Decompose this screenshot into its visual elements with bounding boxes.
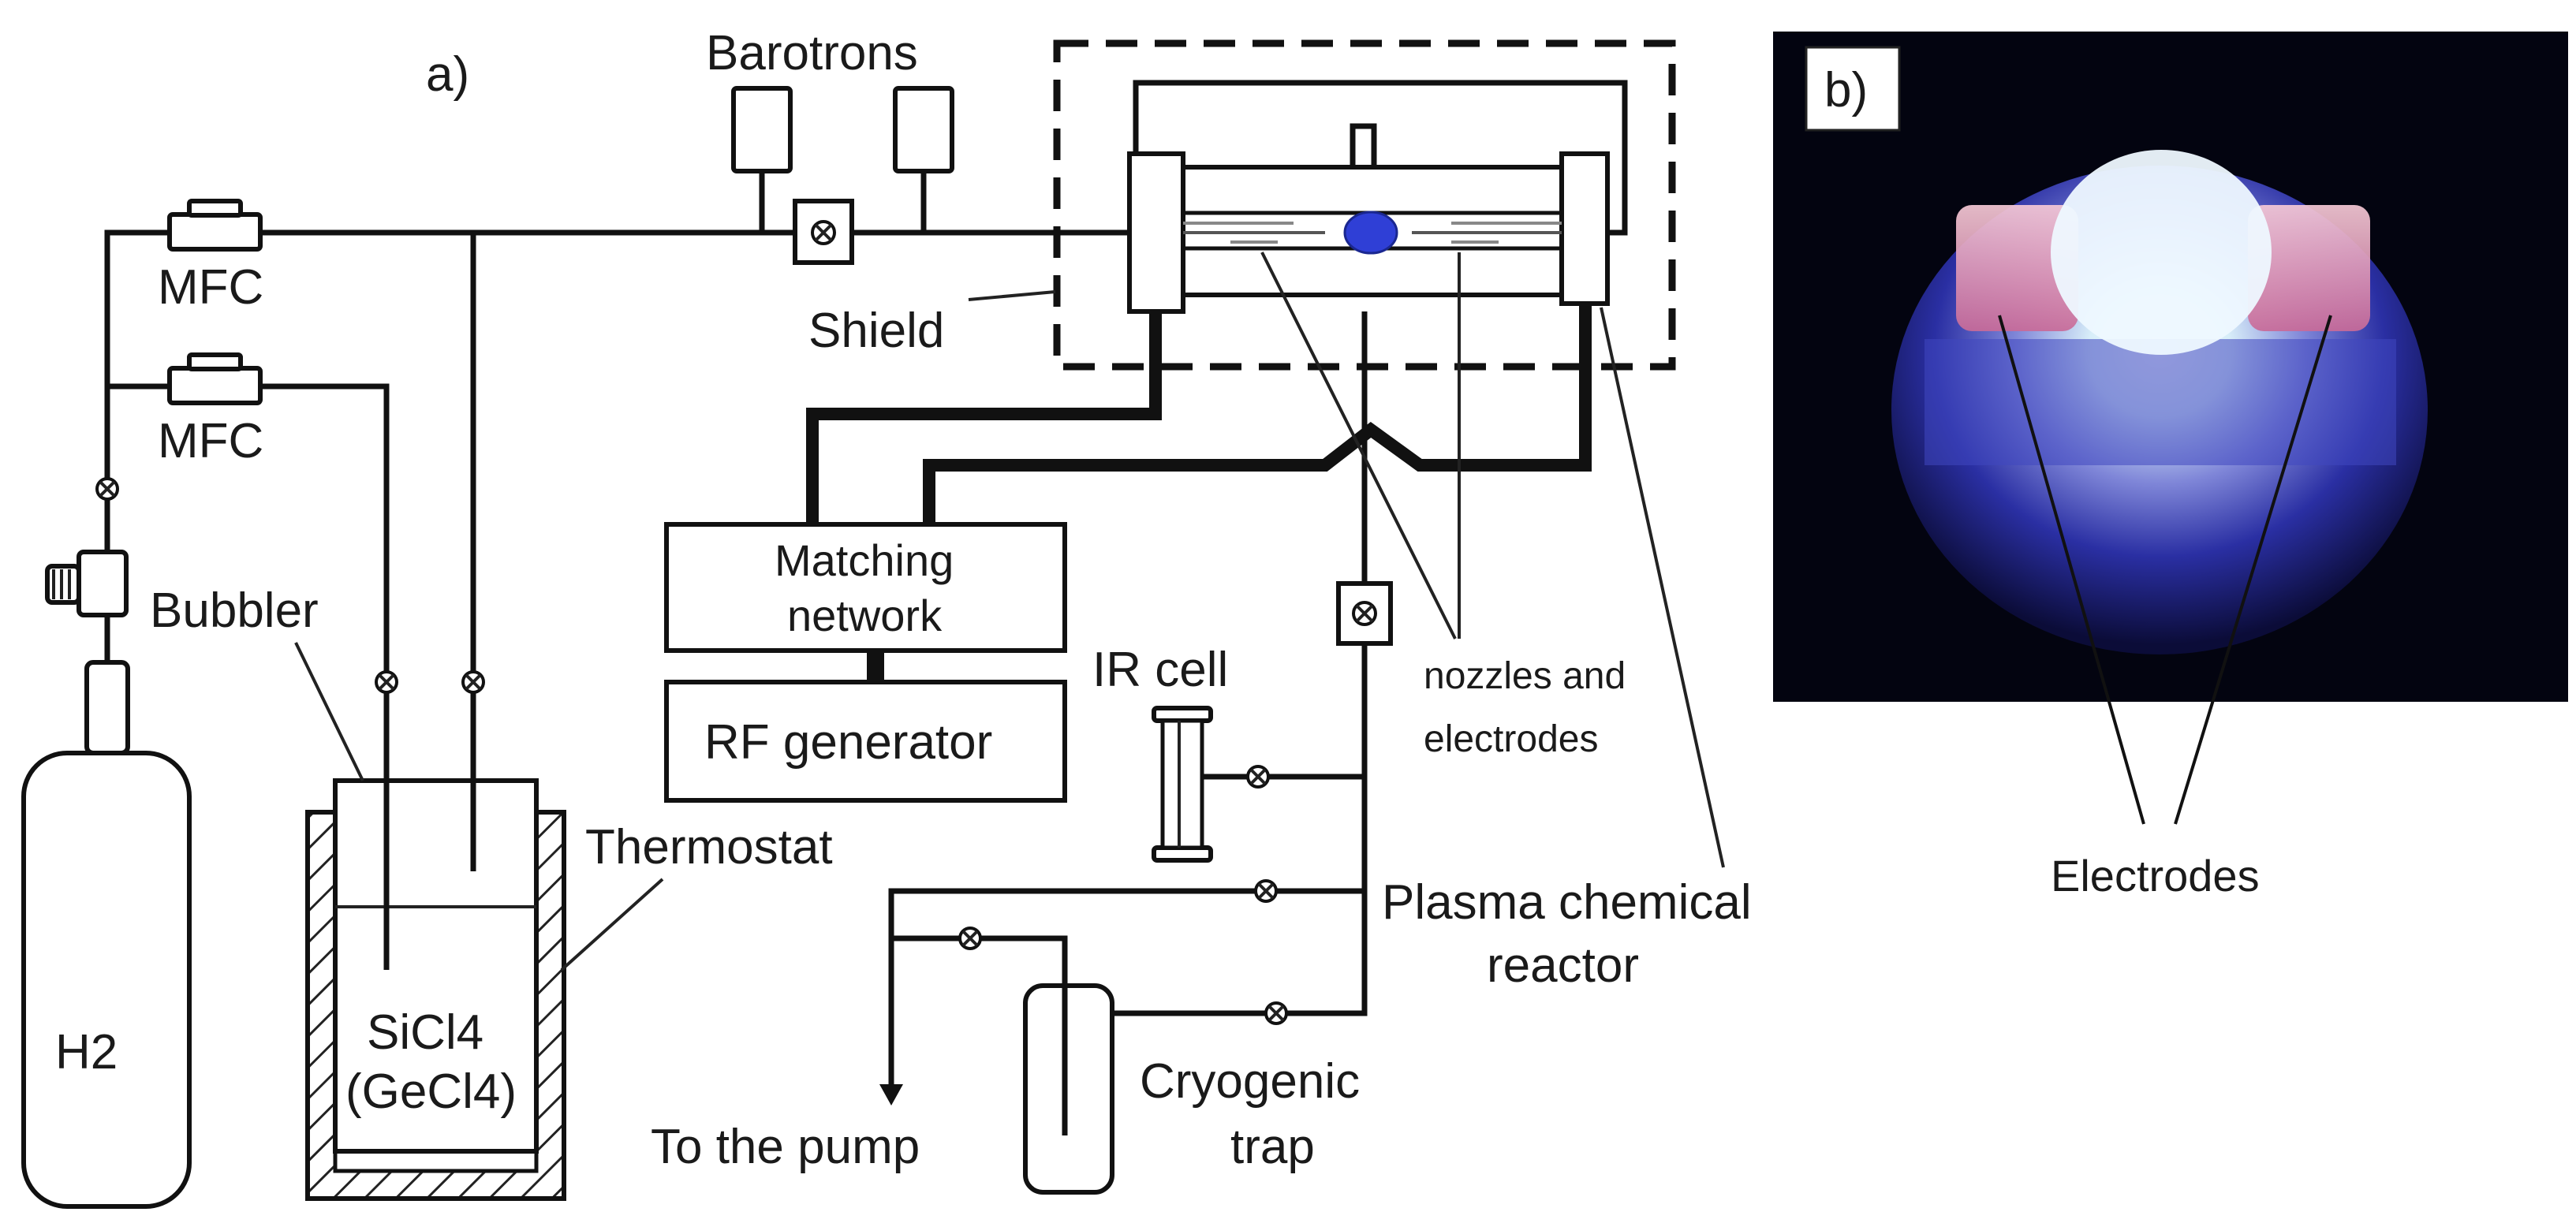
plasma-label-2: reactor [1487,938,1639,993]
mfc-2-label: MFC [158,414,263,468]
gecl4-label: (GeCl4) [345,1065,517,1119]
panel-b-tag-box [1805,46,1901,132]
rf-generator: RF generator [664,680,1067,803]
mfc-2: MFC [158,352,263,468]
pump-valve [1254,879,1278,903]
panel-b-tag: b) [1824,63,1868,117]
nozzles-label-2: electrodes [1424,718,1598,760]
trap-outlet-valve [1264,1001,1288,1025]
bubbler-inlet-line [260,383,390,970]
plasma-label-1: Plasma chemical [1382,875,1752,930]
barotrons-label: Barotrons [706,26,918,80]
thermostat-label: Thermostat [585,820,833,874]
plasma-reactor [1127,80,1628,314]
ir-cell: IR cell [1092,643,1365,863]
bubbler: SiCl4 (GeCl4) [333,778,539,1154]
nozzles-label-1: nozzles and [1424,655,1626,697]
electrode-right [2248,205,2370,331]
thermostat-leader [560,878,664,971]
electrode-leader-left [1998,315,2145,825]
pump-arrow [879,1084,903,1106]
electrode-left [1956,205,2078,331]
pump-line [888,888,1365,1084]
h2-main-line [104,229,170,552]
h2-label: H2 [55,1025,118,1079]
exhaust-valve [1336,581,1393,646]
cryo-label-1: Cryogenic [1140,1054,1360,1109]
panel-b: b) Electrodes [1773,32,2568,900]
nozzle-leader-1 [1260,252,1457,639]
rf-feed-left [806,311,1162,524]
plasma-spot [1343,211,1398,255]
to-pump-label: To the pump [651,1120,920,1174]
h2-cylinder: H2 [21,550,192,1209]
cryo-label-2: trap [1230,1120,1315,1174]
shield-label: Shield [808,304,944,358]
matching-label-2: network [787,591,943,640]
electrodes-label: Electrodes [2051,851,2260,900]
panel-a-tag: a) [426,47,469,102]
rf-feed-right [923,304,1592,524]
sicl4-label: SiCl4 [367,1005,483,1060]
barotrons: Barotrons [706,26,954,233]
bubbler-outlet-valve [461,670,485,694]
barotron-valve [793,199,854,265]
mfc-1-label: MFC [158,260,263,315]
h2-valve [95,477,119,501]
exhaust-line [1276,311,1368,1016]
mfc-1: MFC [158,199,263,315]
trap-inlet-valve [958,927,982,950]
rf-generator-label: RF generator [704,715,992,770]
matching-label-1: Matching [775,535,954,585]
panel-a: a) H2 MFC [21,26,1752,1209]
bubbler-label: Bubbler [150,584,319,638]
bubbler-leader [294,642,364,781]
ir-cell-label: IR cell [1092,643,1228,697]
reactor-leader [1600,307,1725,868]
bubbler-inlet-valve [375,670,398,694]
matching-network: Matching network [664,522,1067,653]
cryogenic-trap [1023,983,1114,1195]
electrode-leader-right [2174,315,2332,825]
